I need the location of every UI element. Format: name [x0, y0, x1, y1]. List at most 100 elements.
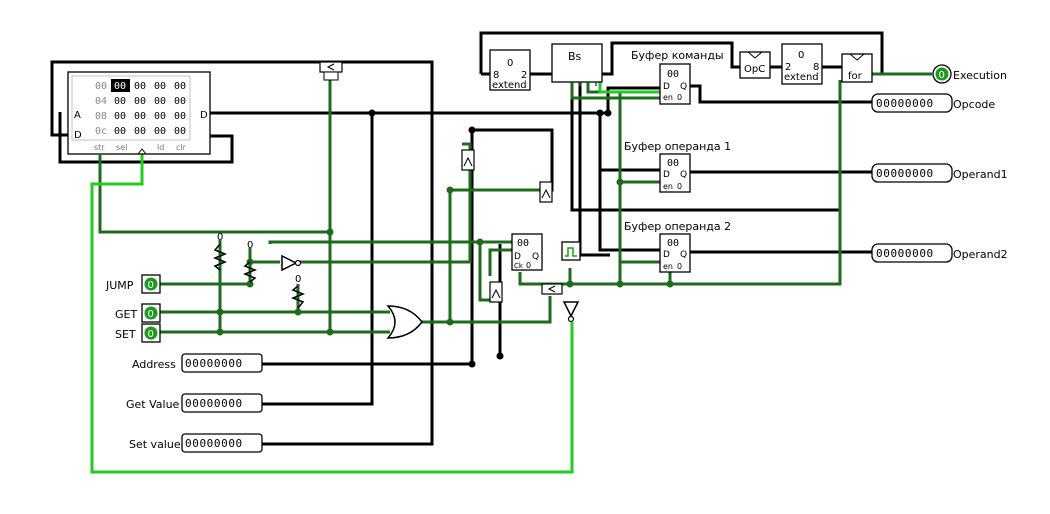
command-buffer-label: Буфер команды: [631, 49, 724, 62]
extend-right[interactable]: 0 2 8 extend: [781, 43, 823, 85]
svg-text:0: 0: [677, 93, 682, 102]
svg-text:Ck: Ck: [514, 262, 524, 270]
svg-text:D: D: [663, 170, 670, 180]
tunnel-bottom: [541, 283, 563, 295]
svg-text:sel: sel: [116, 143, 127, 152]
svg-text:00: 00: [174, 81, 186, 92]
svg-text:00: 00: [174, 111, 186, 122]
operand2-value: 00000000: [876, 247, 934, 260]
svg-text:D: D: [514, 252, 521, 262]
operand1-output: 00000000 Operand1: [871, 163, 1008, 183]
execution-label: Execution: [953, 69, 1007, 82]
set-value-input[interactable]: Set value 00000000: [129, 433, 263, 453]
svg-text:8: 8: [493, 70, 499, 81]
svg-text:Q: Q: [680, 250, 687, 260]
svg-text:0: 0: [677, 182, 682, 191]
bs-splitter[interactable]: Bs: [551, 43, 603, 86]
operand2-buffer-label: Буфер операнда 2: [624, 220, 731, 233]
svg-text:00: 00: [154, 81, 166, 92]
ram-clock-icon: [137, 148, 147, 155]
const-zero-3: 0: [295, 274, 301, 285]
svg-text:Q: Q: [532, 252, 539, 262]
operand1-buffer-label: Буфер операнда 1: [624, 140, 731, 153]
svg-text:00: 00: [134, 81, 146, 92]
get-value-input[interactable]: Get Value 00000000: [126, 393, 263, 413]
svg-text:0c: 0c: [95, 126, 107, 137]
svg-text:extend: extend: [492, 80, 527, 91]
svg-text:en: en: [663, 182, 673, 191]
get-input[interactable]: GET 0: [115, 303, 161, 323]
svg-text:04: 04: [95, 96, 107, 107]
get-value-value: 00000000: [185, 397, 243, 410]
const-zero-1: 0: [217, 232, 223, 243]
svg-text:0: 0: [507, 58, 513, 69]
svg-text:00: 00: [134, 126, 146, 137]
ram-address-column: 00 04 08 0c: [95, 81, 107, 137]
jump-input[interactable]: JUMP 0: [105, 274, 161, 294]
set-label: SET: [115, 328, 136, 341]
controlled-buffer-2[interactable]: [539, 181, 553, 203]
get-label: GET: [115, 308, 137, 321]
opc-label: OpC: [744, 64, 765, 75]
svg-text:00: 00: [95, 81, 107, 92]
svg-text:00: 00: [114, 96, 126, 107]
svg-text:00: 00: [114, 81, 126, 92]
jump-value: 0: [148, 280, 154, 291]
address-label: Address: [132, 358, 176, 371]
svg-text:0: 0: [798, 50, 804, 61]
svg-text:00: 00: [154, 126, 166, 137]
opc-component[interactable]: OpC: [739, 51, 771, 79]
address-value: 00000000: [185, 357, 243, 370]
jump-label: JUMP: [105, 279, 134, 292]
ram-component[interactable]: A D D 00 04 08 0c 00 00 00 00 00 00 00 0…: [67, 71, 211, 155]
operand2-label: Operand2: [953, 248, 1008, 261]
svg-text:00: 00: [134, 111, 146, 122]
svg-text:extend: extend: [784, 72, 819, 83]
const-zero-2: 0: [247, 240, 253, 251]
ram-selected-cell: [111, 79, 130, 92]
svg-text:D: D: [663, 250, 670, 260]
ram-pins: str sel ld clr: [94, 143, 187, 152]
extend-left[interactable]: 0 8 2 extend: [489, 49, 531, 91]
svg-text:2: 2: [521, 70, 527, 81]
ram-port-d-in: D: [74, 130, 82, 141]
svg-text:00: 00: [114, 126, 126, 137]
bs-label: Bs: [568, 50, 582, 63]
svg-text:clr: clr: [176, 143, 187, 152]
not-gate[interactable]: [281, 254, 302, 272]
svg-text:00: 00: [667, 69, 679, 80]
set-input[interactable]: SET 0: [115, 323, 161, 343]
svg-text:00: 00: [174, 96, 186, 107]
svg-text:00: 00: [174, 126, 186, 137]
state-register[interactable]: 00 D Q Ck 0: [511, 233, 543, 271]
ram-port-a: A: [74, 110, 81, 121]
svg-text:en: en: [663, 262, 673, 271]
svg-text:0: 0: [677, 262, 682, 271]
clock-icon[interactable]: [561, 241, 581, 261]
svg-text:00: 00: [134, 96, 146, 107]
inverter-gate[interactable]: [562, 301, 580, 323]
svg-text:ld: ld: [157, 143, 164, 152]
operand2-buffer-register[interactable]: Буфер операнда 2 00 D Q en 0: [624, 220, 731, 273]
state-register-value: 00: [517, 238, 529, 249]
set-value: 0: [148, 329, 154, 340]
address-input[interactable]: Address 00000000: [132, 353, 263, 373]
for-component[interactable]: for: [841, 53, 873, 83]
svg-text:en: en: [663, 93, 673, 102]
opcode-output: 00000000 Opcode: [871, 93, 995, 113]
svg-text:00: 00: [667, 158, 679, 169]
or-gate[interactable]: [386, 305, 423, 339]
junctions: [216, 109, 674, 368]
light-green-wires: [90, 82, 660, 474]
opcode-label: Opcode: [953, 98, 995, 111]
command-buffer-register[interactable]: Буфер команды 00 D Q en 0: [631, 49, 724, 105]
execution-output: 0 Execution: [932, 64, 1007, 84]
operand1-buffer-register[interactable]: Буфер операнда 1 00 D Q en 0: [624, 140, 731, 193]
controlled-buffer-1[interactable]: [461, 149, 475, 171]
svg-text:0: 0: [526, 261, 531, 270]
set-value-label: Set value: [129, 438, 181, 451]
operand1-label: Operand1: [953, 168, 1008, 181]
controlled-buffer-3[interactable]: [489, 281, 503, 303]
svg-text:08: 08: [95, 111, 107, 122]
